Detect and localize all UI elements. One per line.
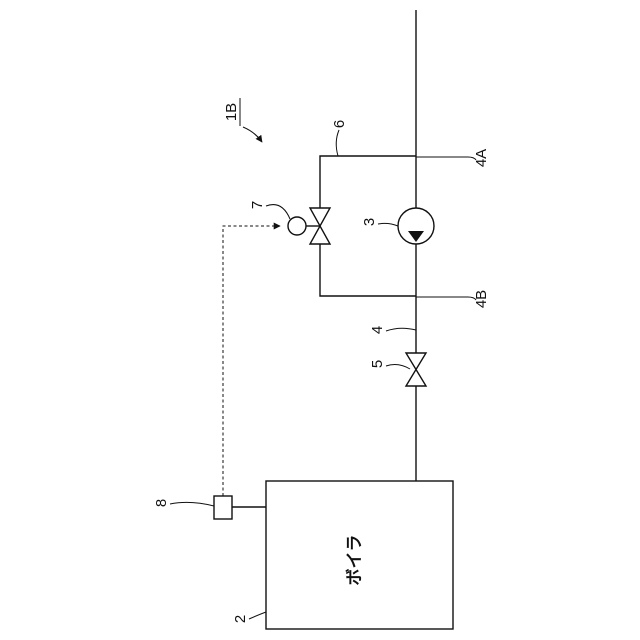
figure-ref-label: 1B	[223, 103, 240, 121]
control-valve-actuator	[288, 217, 306, 235]
leader-8	[170, 502, 214, 506]
ref-label-7: 7	[249, 201, 266, 209]
ref-label-2: 2	[232, 615, 249, 623]
leader-4A	[416, 157, 476, 160]
signal-line	[223, 226, 280, 496]
ref-label-8: 8	[153, 499, 170, 507]
sensor	[214, 496, 266, 519]
leader-5	[386, 365, 410, 369]
sensor-box	[214, 496, 232, 519]
ref-label-5: 5	[369, 360, 386, 368]
boiler: ボイラ	[266, 481, 453, 629]
ref-label-6: 6	[331, 120, 348, 128]
reference-labels: 6 4A 3 7 4B 4 5 8 2	[153, 120, 490, 623]
leader-3	[378, 223, 398, 226]
pump	[398, 208, 434, 244]
main-valve	[406, 353, 426, 386]
control-valve	[288, 208, 330, 244]
leader-7	[266, 205, 290, 219]
pump-triangle	[408, 231, 424, 242]
leader-2	[249, 612, 266, 619]
ref-label-4: 4	[369, 326, 386, 334]
figure-reference: 1B	[223, 98, 262, 142]
figure-ref-arrow	[243, 127, 262, 142]
ref-label-4A: 4A	[473, 149, 490, 167]
boiler-label: ボイラ	[345, 535, 365, 586]
main-valve-bowtie	[406, 353, 426, 386]
leader-4	[386, 328, 416, 331]
leader-6	[336, 130, 339, 156]
leader-4B	[416, 297, 476, 300]
bypass-lower-branch	[320, 244, 416, 296]
ref-label-3: 3	[361, 218, 378, 226]
bypass-upper-branch	[320, 156, 416, 208]
